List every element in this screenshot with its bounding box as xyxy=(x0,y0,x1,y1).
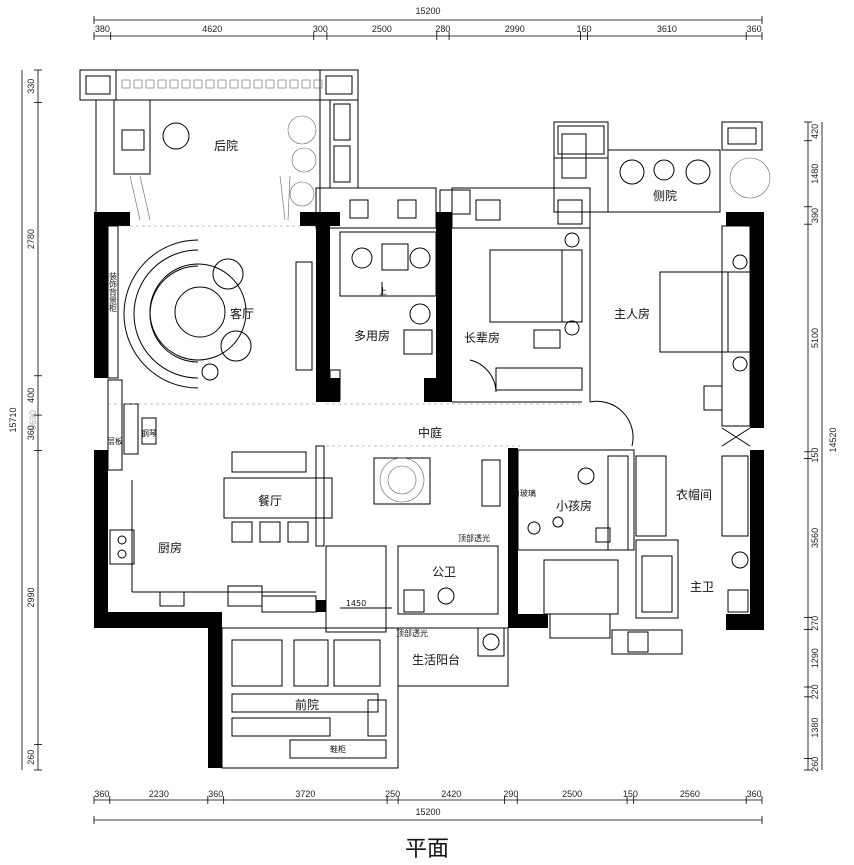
left-dim-labels: 330 2780 400 360 2990 260 xyxy=(26,79,36,765)
room-backyard: 后院 xyxy=(214,139,238,153)
top-dim-0: 380 xyxy=(95,24,110,34)
label-piano: 钢琴 xyxy=(141,428,157,438)
top-dim-7: 3610 xyxy=(657,24,677,34)
top-dimension-lines xyxy=(93,16,763,40)
label-feature-wall: 装饰背景柜 xyxy=(109,271,118,313)
top-dim-1: 4620 xyxy=(202,24,222,34)
top-dim-2: 300 xyxy=(313,24,328,34)
left-mid-dim: 8690 xyxy=(28,410,38,430)
left-dim-2: 400 xyxy=(26,388,36,403)
right-dim-labels: 420 1480 390 5100 150 3560 270 1290 220 1380 260 xyxy=(810,124,820,772)
room-public-bath: 公卫 xyxy=(432,565,456,579)
right-dim-10: 260 xyxy=(810,757,820,772)
room-elder: 长辈房 xyxy=(464,330,500,345)
top-dim-5: 2990 xyxy=(505,24,525,34)
room-front-yard: 前院 xyxy=(295,697,319,712)
label-up: 上 xyxy=(379,287,387,296)
bottom-dim-8: 150 xyxy=(623,789,638,799)
backyard xyxy=(79,69,359,221)
bottom-dimension-lines xyxy=(93,796,763,824)
bottom-dim-6: 290 xyxy=(503,789,518,799)
left-dim-0: 330 xyxy=(26,79,36,94)
top-dim-labels: 380 4620 300 2500 280 2990 160 3610 360 xyxy=(95,24,762,34)
multi-room xyxy=(315,187,437,401)
label-1450: 1450 xyxy=(346,599,366,608)
label-glass: 自玻璃 xyxy=(512,488,536,498)
plan-title: 平面 xyxy=(405,837,449,862)
side-yard xyxy=(553,121,771,402)
left-dim-5: 260 xyxy=(26,750,36,765)
room-shoe-cabinet: 鞋柜 xyxy=(330,744,346,754)
room-master-bath: 主卫 xyxy=(690,580,714,594)
left-dim-1: 2780 xyxy=(26,229,36,249)
top-dim-3: 2500 xyxy=(372,24,392,34)
label-skylight-1: 顶部透光 xyxy=(458,533,490,543)
right-dim-5: 3560 xyxy=(810,528,820,548)
room-dining: 餐厅 xyxy=(258,493,282,508)
room-living: 客厅 xyxy=(230,306,254,321)
room-side-yard: 侧院 xyxy=(653,189,677,203)
right-dimension-lines xyxy=(804,121,823,771)
bottom-dim-5: 2420 xyxy=(441,789,461,799)
room-kitchen: 厨房 xyxy=(158,540,182,555)
bottom-dim-4: 250 xyxy=(385,789,400,799)
right-dim-6: 270 xyxy=(810,616,820,631)
left-dim-3: 360 xyxy=(26,425,36,440)
courtyard xyxy=(326,403,580,507)
top-dim-8: 360 xyxy=(747,24,762,34)
bottom-dim-labels: 360 2230 360 3720 250 2420 290 2500 150 2560 360 xyxy=(94,789,761,799)
top-total-dim: 15200 xyxy=(415,6,440,16)
right-dim-0: 420 xyxy=(810,124,820,139)
right-dim-2: 390 xyxy=(810,208,820,223)
top-dim-6: 160 xyxy=(576,24,591,34)
bottom-dim-3: 3720 xyxy=(295,789,315,799)
bottom-dim-2: 360 xyxy=(208,789,223,799)
room-multi: 多用房 xyxy=(354,328,390,343)
bottom-total-dim: 15200 xyxy=(415,807,440,817)
bottom-dim-9: 2560 xyxy=(680,789,700,799)
elder-room xyxy=(439,187,591,403)
kids-room xyxy=(517,449,635,639)
room-kids: 小孩房 xyxy=(556,498,592,513)
living-room xyxy=(107,225,316,389)
dining-kitchen xyxy=(107,379,333,613)
left-total-dim: 15710 xyxy=(8,407,18,432)
label-skylight-2: 顶部透光 xyxy=(396,628,428,638)
right-dim-3: 5100 xyxy=(810,328,820,348)
top-dim-4: 280 xyxy=(435,24,450,34)
master-room xyxy=(589,225,751,447)
right-dim-9: 1380 xyxy=(810,718,820,738)
right-dim-1: 1480 xyxy=(810,164,820,184)
room-cloak: 衣帽间 xyxy=(676,487,712,502)
bottom-dim-1: 2230 xyxy=(149,789,169,799)
bottom-dim-7: 2500 xyxy=(562,789,582,799)
right-dim-8: 220 xyxy=(810,684,820,699)
bottom-dim-10: 360 xyxy=(747,789,762,799)
room-courtyard: 中庭 xyxy=(418,425,442,440)
label-shelf: 层板 xyxy=(107,436,123,446)
cloak-and-bath xyxy=(611,455,749,655)
bottom-dim-0: 360 xyxy=(94,789,109,799)
room-master: 主人房 xyxy=(614,306,650,321)
walls xyxy=(94,212,764,768)
right-total-dim: 14520 xyxy=(828,427,838,452)
right-dim-7: 1290 xyxy=(810,648,820,668)
left-dimension-lines xyxy=(21,69,42,771)
room-balcony: 生活阳台 xyxy=(412,652,460,667)
left-dim-4: 2990 xyxy=(26,587,36,607)
right-dim-4: 150 xyxy=(810,448,820,463)
front-yard xyxy=(221,627,399,769)
